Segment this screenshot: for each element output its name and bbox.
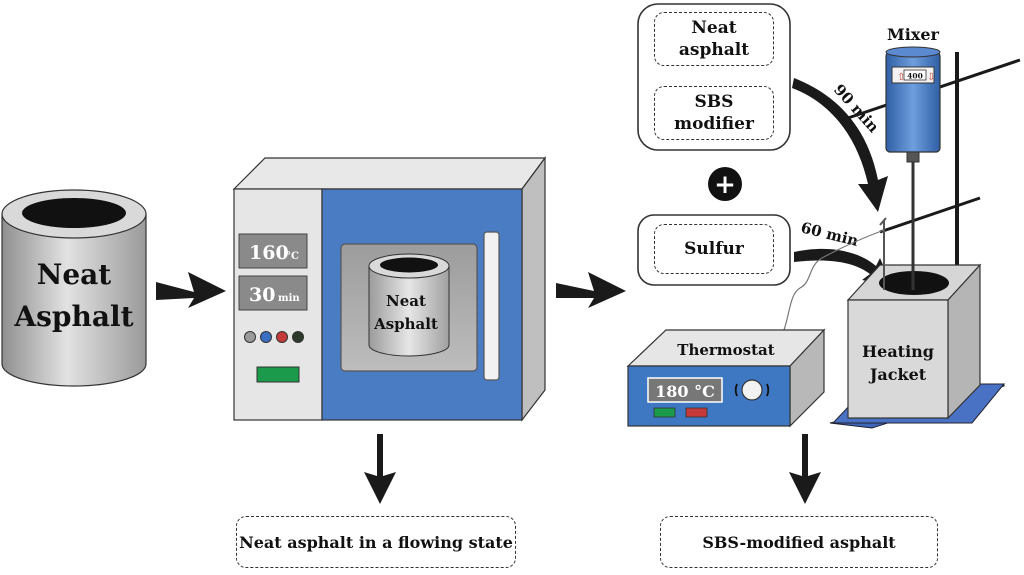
thermostat-title: Thermostat: [677, 341, 774, 359]
oven-knob-blue: [260, 331, 272, 343]
oven-sample-line1: Neat: [386, 292, 426, 310]
oven-time-value: 30: [249, 284, 275, 306]
cylinder-label-line1: Neat: [37, 258, 112, 291]
oven-knob-red: [276, 331, 288, 343]
plus-sign-circle: [708, 167, 742, 201]
heating-jacket: Heating Jacket: [829, 217, 1006, 429]
material-sulfur-label: Sulfur: [684, 239, 744, 259]
oven-handle: [483, 231, 500, 381]
oven-knob-dark: [292, 331, 304, 343]
mixer-speed-up-icon: ⇧: [897, 72, 905, 83]
material-sulfur-box: Sulfur: [654, 224, 774, 274]
material-neat-asphalt-line1: Neat: [691, 18, 737, 38]
thermostat-temperature: 180 °C: [655, 382, 715, 401]
material-sbs-modifier-box: SBS modifier: [654, 86, 774, 140]
result-neat-asphalt-flowing: Neat asphalt in a flowing state: [236, 516, 516, 568]
oven-temperature-display: [238, 233, 308, 269]
arrow-final-down: [789, 434, 821, 504]
oven-knob-gray: [244, 331, 256, 343]
arrow-60min: [794, 248, 892, 286]
material-sbs-line2: modifier: [674, 114, 754, 134]
result-sbs-modified-asphalt: SBS-modified asphalt: [660, 516, 938, 568]
mixer-title: Mixer: [887, 25, 940, 44]
cylinder-label-line2: Asphalt: [13, 300, 133, 333]
oven-sample-line2: Asphalt: [373, 315, 438, 333]
arrow-to-mixing: [556, 272, 626, 308]
thermostat-display: [647, 377, 723, 403]
material-neat-asphalt-line2: asphalt: [678, 40, 750, 60]
thermostat-red-button: [685, 407, 708, 418]
arrow-oven-down: [364, 434, 396, 504]
arrow-to-oven: [156, 272, 226, 308]
mixer: Mixer ⇧ 400 ⇩: [885, 25, 941, 290]
arrow-90min: [792, 78, 888, 212]
oven-temperature-value: 160: [249, 242, 289, 264]
plus-sign: +: [714, 170, 736, 200]
thermostat-cable: [783, 229, 885, 331]
oven-sample-cylinder: Neat Asphalt: [368, 253, 450, 357]
jacket-label-line1: Heating: [862, 342, 934, 361]
drying-oven: 160 °C 30 min Neat Asphalt: [232, 156, 547, 422]
oven-temperature-unit: °C: [286, 251, 299, 262]
result-sbs-modified-asphalt-label: SBS-modified asphalt: [702, 532, 896, 552]
oven-time-display: [238, 275, 308, 311]
thermostat: Thermostat 180 °C: [626, 328, 826, 428]
result-neat-asphalt-flowing-label: Neat asphalt in a flowing state: [239, 532, 513, 552]
thermostat-knob: [741, 379, 763, 401]
jacket-label-line2: Jacket: [868, 365, 927, 384]
thermostat-green-button: [653, 407, 676, 418]
mixer-speed-down-icon: ⇩: [927, 72, 935, 83]
material-sbs-line1: SBS: [694, 92, 734, 112]
label-60min: 60 min: [799, 218, 860, 250]
oven-green-button: [256, 366, 300, 383]
material-neat-asphalt-box: Neat asphalt: [654, 12, 774, 66]
neat-asphalt-cylinder: Neat Asphalt: [1, 189, 147, 387]
oven-time-unit: min: [278, 293, 300, 304]
mixer-speed-value: 400: [907, 72, 923, 81]
